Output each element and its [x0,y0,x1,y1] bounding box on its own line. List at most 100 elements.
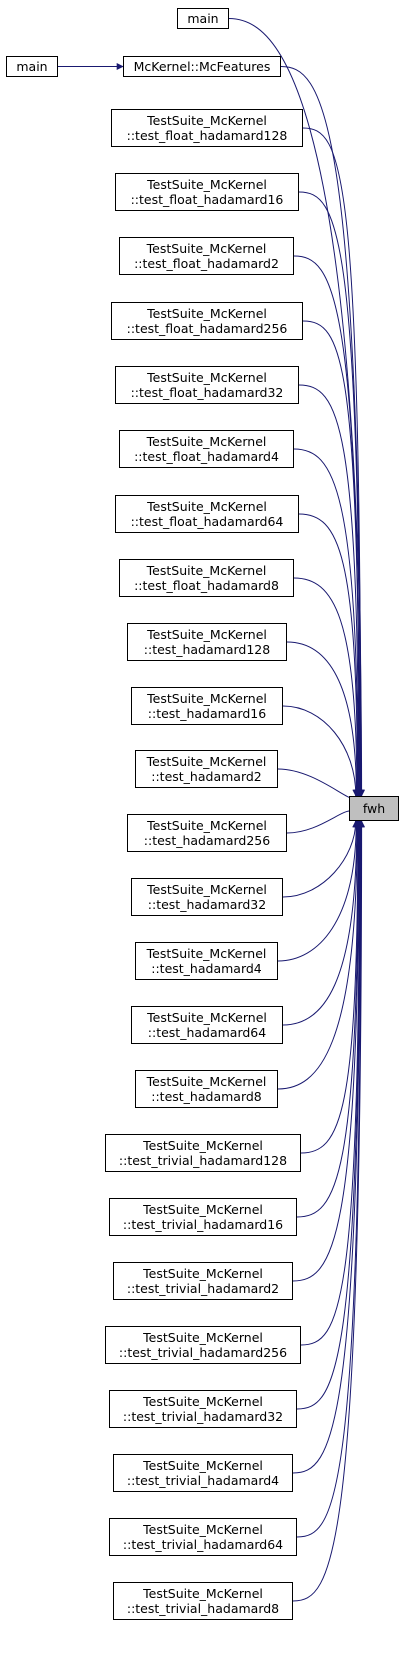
node-tfh32[interactable]: TestSuite_McKernel::test_float_hadamard3… [115,366,299,404]
edge-tth8-to-fwh [292,820,366,1602]
node-label-line: McKernel::McFeatures [133,59,271,74]
edge-tfh32-to-fwh [298,384,363,797]
node-tth64[interactable]: TestSuite_McKernel::test_trivial_hadamar… [109,1518,297,1556]
node-label-line: ::test_trivial_hadamard64 [122,1537,284,1552]
node-tth16[interactable]: TestSuite_McKernel::test_trivial_hadamar… [109,1198,297,1236]
node-label-line: ::test_hadamard256 [143,833,271,848]
node-label-line: TestSuite_McKernel [143,1266,263,1281]
node-label-line: ::test_trivial_hadamard16 [122,1217,284,1232]
node-label-line: TestSuite_McKernel [143,1202,263,1217]
node-label-line: ::test_hadamard128 [143,642,271,657]
node-label-line: TestSuite_McKernel [147,818,267,833]
node-label-line: ::test_trivial_hadamard4 [126,1473,280,1488]
node-label-line: TestSuite_McKernel [146,241,267,256]
node-label-line: ::test_hadamard2 [151,769,262,784]
node-tth32[interactable]: TestSuite_McKernel::test_trivial_hadamar… [109,1390,297,1428]
node-label-line: ::test_float_hadamard8 [134,578,279,593]
edge-th32-to-fwh [282,820,360,898]
node-th128[interactable]: TestSuite_McKernel::test_hadamard128 [127,623,287,661]
edge-tth4-to-fwh [292,820,365,1474]
node-label-line: TestSuite_McKernel [143,1522,263,1537]
edge-tth64-to-fwh [296,820,365,1538]
node-label-line: TestSuite_McKernel [146,946,267,961]
node-label-line: ::test_trivial_hadamard8 [126,1601,280,1616]
node-tfh128[interactable]: TestSuite_McKernel::test_float_hadamard1… [111,109,303,147]
node-label-line: ::test_float_hadamard32 [130,385,284,400]
node-tfh2[interactable]: TestSuite_McKernel::test_float_hadamard2 [119,237,294,275]
node-label-line: ::test_float_hadamard256 [126,321,288,336]
node-label-line: TestSuite_McKernel [143,1458,263,1473]
node-tth256[interactable]: TestSuite_McKernel::test_trivial_hadamar… [105,1326,301,1364]
edge-tfh4-to-fwh [293,448,362,797]
edge-th256-to-fwh [286,810,359,834]
node-label-line: TestSuite_McKernel [147,882,267,897]
node-label-line: ::test_trivial_hadamard32 [122,1409,284,1424]
node-label-line: main [187,11,219,26]
node-label-line: ::test_float_hadamard2 [134,256,279,271]
node-label-line: TestSuite_McKernel [147,370,267,385]
node-label-line: TestSuite_McKernel [147,306,267,321]
node-label-line: TestSuite_McKernel [147,113,267,128]
edge-tth2-to-fwh [292,820,363,1282]
node-tfh64[interactable]: TestSuite_McKernel::test_float_hadamard6… [115,495,299,533]
node-label-line: TestSuite_McKernel [146,754,267,769]
edge-tth128-to-fwh [300,820,362,1154]
node-tfh4[interactable]: TestSuite_McKernel::test_float_hadamard4 [119,430,294,468]
node-tth128[interactable]: TestSuite_McKernel::test_trivial_hadamar… [105,1134,301,1172]
node-label-line: TestSuite_McKernel [147,177,267,192]
node-label-line: TestSuite_McKernel [143,1138,263,1153]
edge-tfh64-to-fwh [298,513,361,797]
node-label-line: ::test_hadamard4 [151,961,262,976]
node-label-line: ::test_trivial_hadamard128 [118,1153,288,1168]
edge-tth16-to-fwh [296,820,362,1218]
edge-tth256-to-fwh [300,820,363,1346]
edge-th2-to-fwh [277,768,359,803]
edge-th8-to-fwh [277,820,361,1090]
node-label-line: ::test_float_hadamard128 [126,128,288,143]
edge-tfh8-to-fwh [293,577,361,797]
edge-tfh256-to-fwh [302,320,363,797]
node-tth2[interactable]: TestSuite_McKernel::test_trivial_hadamar… [113,1262,293,1300]
node-label-line: ::test_hadamard32 [147,897,267,912]
edge-main-top-to-fwh [228,18,366,797]
node-label-line: ::test_float_hadamard16 [130,192,284,207]
node-label-line: TestSuite_McKernel [147,627,267,642]
edge-th16-to-fwh [282,705,360,797]
node-th2[interactable]: TestSuite_McKernel::test_hadamard2 [135,750,278,788]
edge-tfh128-to-fwh [302,127,365,797]
node-tth8[interactable]: TestSuite_McKernel::test_trivial_hadamar… [113,1582,293,1620]
edge-tfh16-to-fwh [298,191,364,797]
node-main-left[interactable]: main [6,56,58,77]
node-label-line: TestSuite_McKernel [147,1010,267,1025]
node-tfh8[interactable]: TestSuite_McKernel::test_float_hadamard8 [119,559,294,597]
node-tfh16[interactable]: TestSuite_McKernel::test_float_hadamard1… [115,173,299,211]
node-label-line: ::test_hadamard8 [151,1089,262,1104]
edge-tth32-to-fwh [296,820,364,1410]
node-fwh: fwh [349,796,399,821]
node-label-line: ::test_hadamard16 [147,706,267,721]
node-th64[interactable]: TestSuite_McKernel::test_hadamard64 [131,1006,283,1044]
node-label-line: main [16,59,48,74]
node-label-line: TestSuite_McKernel [146,563,267,578]
node-label-line: TestSuite_McKernel [147,499,267,514]
node-tfh256[interactable]: TestSuite_McKernel::test_float_hadamard2… [111,302,303,340]
node-tth4[interactable]: TestSuite_McKernel::test_trivial_hadamar… [113,1454,293,1492]
edge-th4-to-fwh [277,820,360,962]
node-th8[interactable]: TestSuite_McKernel::test_hadamard8 [135,1070,278,1108]
edge-th64-to-fwh [282,820,361,1026]
node-mcfeatures[interactable]: McKernel::McFeatures [123,56,281,77]
node-label-line: TestSuite_McKernel [146,434,267,449]
node-label-line: ::test_trivial_hadamard256 [118,1345,288,1360]
node-main-top[interactable]: main [177,8,229,29]
node-label-line: TestSuite_McKernel [146,1074,267,1089]
node-th32[interactable]: TestSuite_McKernel::test_hadamard32 [131,878,283,916]
node-label-line: ::test_float_hadamard4 [134,449,279,464]
node-label-line: TestSuite_McKernel [147,691,267,706]
node-th4[interactable]: TestSuite_McKernel::test_hadamard4 [135,942,278,980]
node-label-line: TestSuite_McKernel [143,1330,263,1345]
node-th256[interactable]: TestSuite_McKernel::test_hadamard256 [127,814,287,852]
node-th16[interactable]: TestSuite_McKernel::test_hadamard16 [131,687,283,725]
node-label-line: TestSuite_McKernel [143,1394,263,1409]
node-fwh-label: fwh [362,801,386,816]
